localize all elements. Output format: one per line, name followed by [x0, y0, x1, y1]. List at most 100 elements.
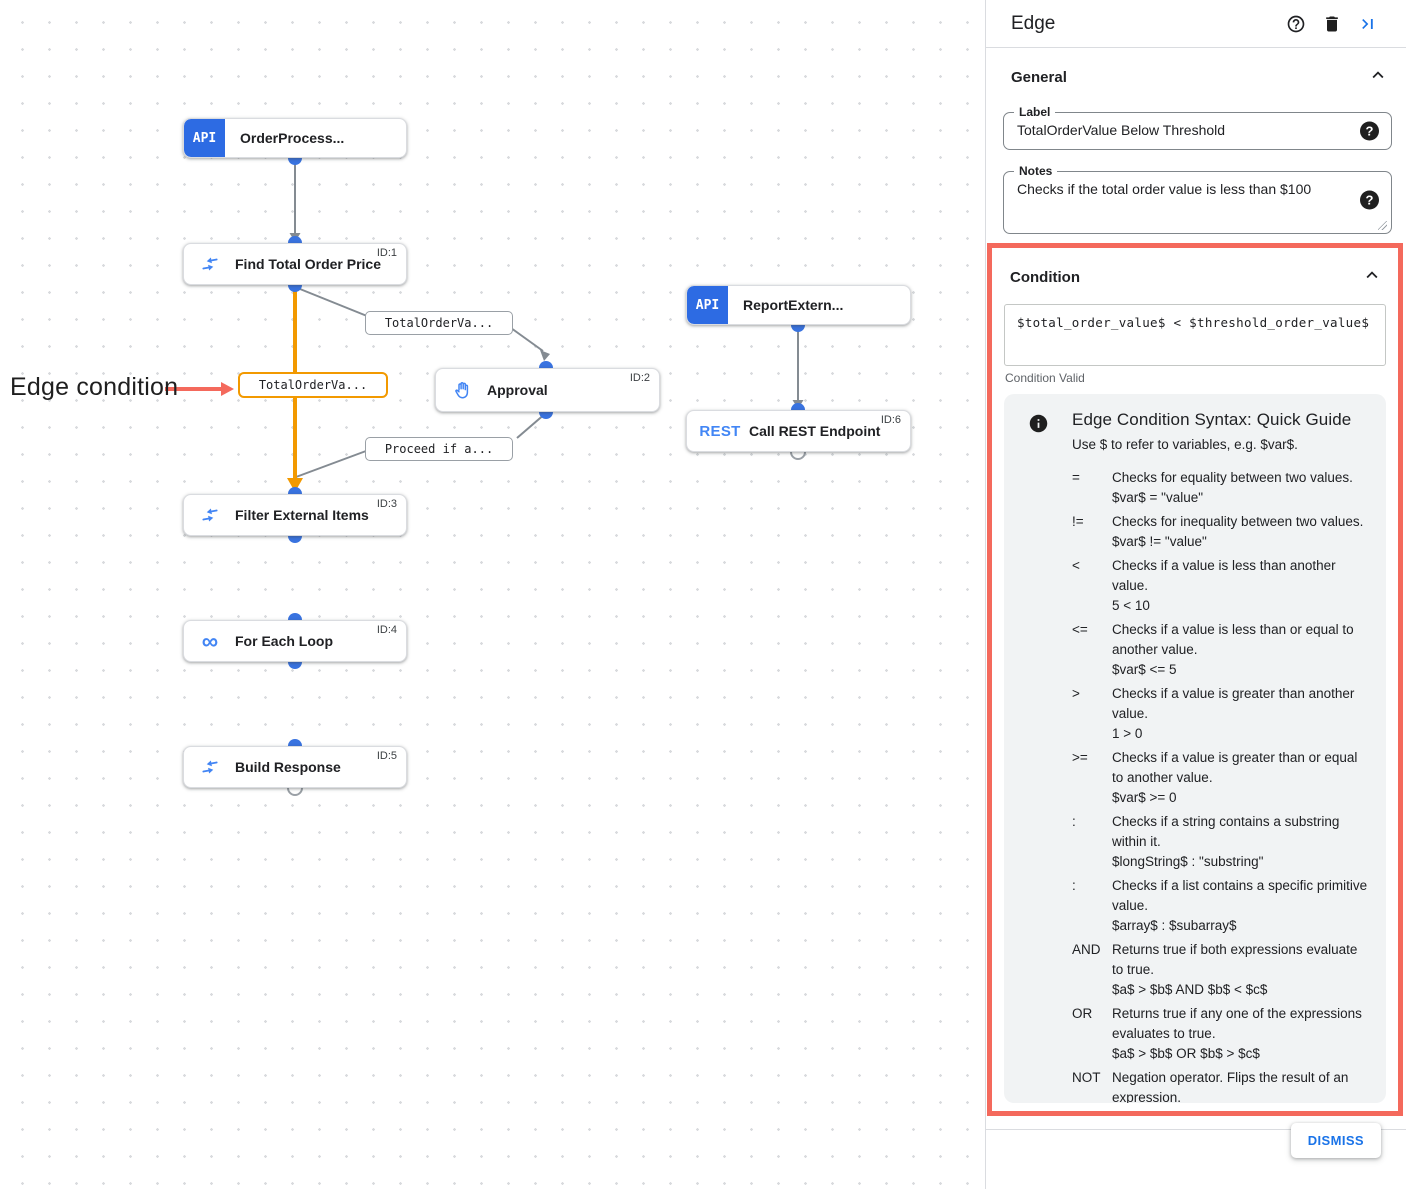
condition-expression-input[interactable]: $total_order_value$ < $threshold_order_v… — [1017, 315, 1373, 355]
guide-example: $var$ <= 5 — [1112, 662, 1177, 677]
api-trigger-icon: API — [687, 286, 728, 324]
guide-operator: : — [1072, 878, 1076, 893]
panel-footer: DISMISS — [986, 1118, 1406, 1178]
guide-description: Checks if a value is greater than or equ… — [1112, 750, 1358, 785]
node-id-badge: ID:3 — [376, 498, 397, 510]
guide-operator: >= — [1072, 750, 1088, 765]
guide-operator: <= — [1072, 622, 1088, 637]
guide-operator: = — [1072, 470, 1080, 485]
data-mapping-icon — [198, 253, 222, 275]
label-field-label: Label — [1014, 105, 1056, 119]
edge-condition-annotation: Edge condition — [10, 373, 179, 401]
chevron-up-icon[interactable] — [1367, 64, 1389, 91]
node-for-each-loop[interactable]: ∞ For Each Loop ID:4 — [183, 620, 407, 662]
general-section: General Label ? Notes Checks if the tota… — [986, 60, 1406, 234]
chevron-up-icon[interactable] — [1361, 264, 1383, 291]
guide-description: Returns true if both expressions evaluat… — [1112, 942, 1358, 977]
node-id-badge: ID:5 — [376, 750, 397, 762]
node-title: Build Response — [235, 759, 341, 775]
guide-description: Returns true if any one of the expressio… — [1112, 1006, 1362, 1041]
condition-valid-status: Condition Valid — [1005, 371, 1085, 385]
node-order-process-trigger[interactable]: API OrderProcess... — [183, 118, 407, 158]
node-title: ReportExtern... — [743, 297, 844, 313]
node-call-rest-endpoint[interactable]: REST Call REST Endpoint ID:6 — [686, 410, 911, 452]
guide-example: $a$ > $b$ AND $b$ < $c$ — [1112, 982, 1268, 997]
node-find-total-order-price[interactable]: Find Total Order Price ID:1 — [183, 243, 407, 285]
node-id-badge: ID:1 — [376, 247, 397, 259]
guide-rows: = Checks for equality between two values.… — [1072, 468, 1368, 1103]
node-report-external-trigger[interactable]: API ReportExtern... — [686, 285, 911, 325]
node-approval[interactable]: Approval ID:2 — [435, 368, 660, 412]
guide-description: Checks if a value is less than another v… — [1112, 558, 1336, 593]
footer-divider — [986, 1129, 1406, 1130]
help-icon[interactable] — [1278, 14, 1314, 34]
node-title: For Each Loop — [235, 633, 333, 649]
guide-description: Checks for inequality between two values… — [1112, 514, 1364, 529]
guide-operator: < — [1072, 558, 1080, 573]
info-icon — [1028, 410, 1050, 1103]
node-title: Find Total Order Price — [235, 256, 381, 272]
flow-canvas[interactable]: API OrderProcess... Find Total Order Pri… — [0, 0, 985, 1189]
edge-properties-panel: Edge General Label ? — [985, 0, 1406, 1189]
node-title: Filter External Items — [235, 507, 369, 523]
guide-row: AND Returns true if both expressions eval… — [1072, 940, 1368, 1000]
node-filter-external-items[interactable]: Filter External Items ID:3 — [183, 494, 407, 536]
notes-help-icon[interactable]: ? — [1360, 190, 1379, 210]
node-build-response[interactable]: Build Response ID:5 — [183, 746, 407, 788]
guide-operator: NOT — [1072, 1070, 1101, 1085]
guide-row: OR Returns true if any one of the express… — [1072, 1004, 1368, 1064]
guide-example: 1 > 0 — [1112, 726, 1143, 741]
notes-input[interactable]: Checks if the total order value is less … — [1017, 181, 1351, 219]
node-title: OrderProcess... — [240, 130, 345, 146]
data-mapping-icon — [198, 756, 222, 778]
flow-edges-layer — [165, 151, 806, 796]
api-trigger-icon: API — [184, 119, 225, 157]
node-id-badge: ID:6 — [880, 414, 901, 426]
node-id-badge: ID:4 — [376, 624, 397, 636]
notes-field-label: Notes — [1014, 164, 1058, 178]
guide-title: Edge Condition Syntax: Quick Guide — [1072, 410, 1352, 429]
approval-hand-icon — [450, 380, 474, 401]
guide-row: >= Checks if a value is greater than or e… — [1072, 748, 1368, 808]
guide-description: Checks if a string contains a substring … — [1112, 814, 1340, 849]
guide-example: $longString$ : "substring" — [1112, 854, 1264, 869]
label-input[interactable] — [1017, 122, 1351, 138]
guide-description: Checks if a list contains a specific pri… — [1112, 878, 1368, 913]
guide-operator: OR — [1072, 1006, 1093, 1021]
guide-subtitle: Use $ to refer to variables, e.g. $var$. — [1072, 437, 1298, 452]
label-help-icon[interactable]: ? — [1360, 121, 1379, 141]
guide-example: $var$ != "value" — [1112, 534, 1207, 549]
edge-label-totalordervalue[interactable]: TotalOrderVa... — [365, 311, 513, 335]
guide-operator: != — [1072, 514, 1084, 529]
guide-row: < Checks if a value is less than another … — [1072, 556, 1368, 616]
general-heading: General — [1011, 69, 1067, 86]
condition-syntax-guide: Edge Condition Syntax: Quick Guide Use $… — [1004, 394, 1386, 1103]
guide-description: Checks if a value is greater than anothe… — [1112, 686, 1355, 721]
condition-expression-box: $total_order_value$ < $threshold_order_v… — [1004, 304, 1386, 366]
dismiss-button[interactable]: DISMISS — [1290, 1123, 1381, 1158]
collapse-panel-icon[interactable] — [1350, 14, 1386, 34]
guide-row: != Checks for inequality between two valu… — [1072, 512, 1368, 552]
guide-row: >Checks if a value is greater than anoth… — [1072, 684, 1368, 744]
label-field: Label ? — [1003, 105, 1392, 150]
guide-description: Checks for equality between two values. — [1112, 470, 1353, 485]
guide-example: 5 < 10 — [1112, 598, 1150, 613]
guide-row: : Checks if a list contains a specific pr… — [1072, 876, 1368, 936]
delete-icon[interactable] — [1314, 14, 1350, 34]
resize-handle[interactable] — [1378, 221, 1387, 230]
edge-label-totalordervalue-selected[interactable]: TotalOrderVa... — [238, 372, 388, 398]
edge-label-proceed-if[interactable]: Proceed if a... — [365, 437, 513, 461]
guide-example: $var$ >= 0 — [1112, 790, 1177, 805]
guide-operator: AND — [1072, 942, 1101, 957]
guide-row: :Checks if a string contains a substring… — [1072, 812, 1368, 872]
node-id-badge: ID:2 — [629, 372, 650, 384]
guide-example: $a$ > $b$ OR $b$ > $c$ — [1112, 1046, 1260, 1061]
panel-header: Edge — [986, 0, 1406, 48]
condition-section-highlight: Condition $total_order_value$ < $thresho… — [987, 243, 1403, 1116]
node-title: Approval — [487, 382, 548, 398]
guide-example: $var$ = "value" — [1112, 490, 1204, 505]
notes-field: Notes Checks if the total order value is… — [1003, 164, 1392, 234]
guide-example: $array$ : $subarray$ — [1112, 918, 1237, 933]
